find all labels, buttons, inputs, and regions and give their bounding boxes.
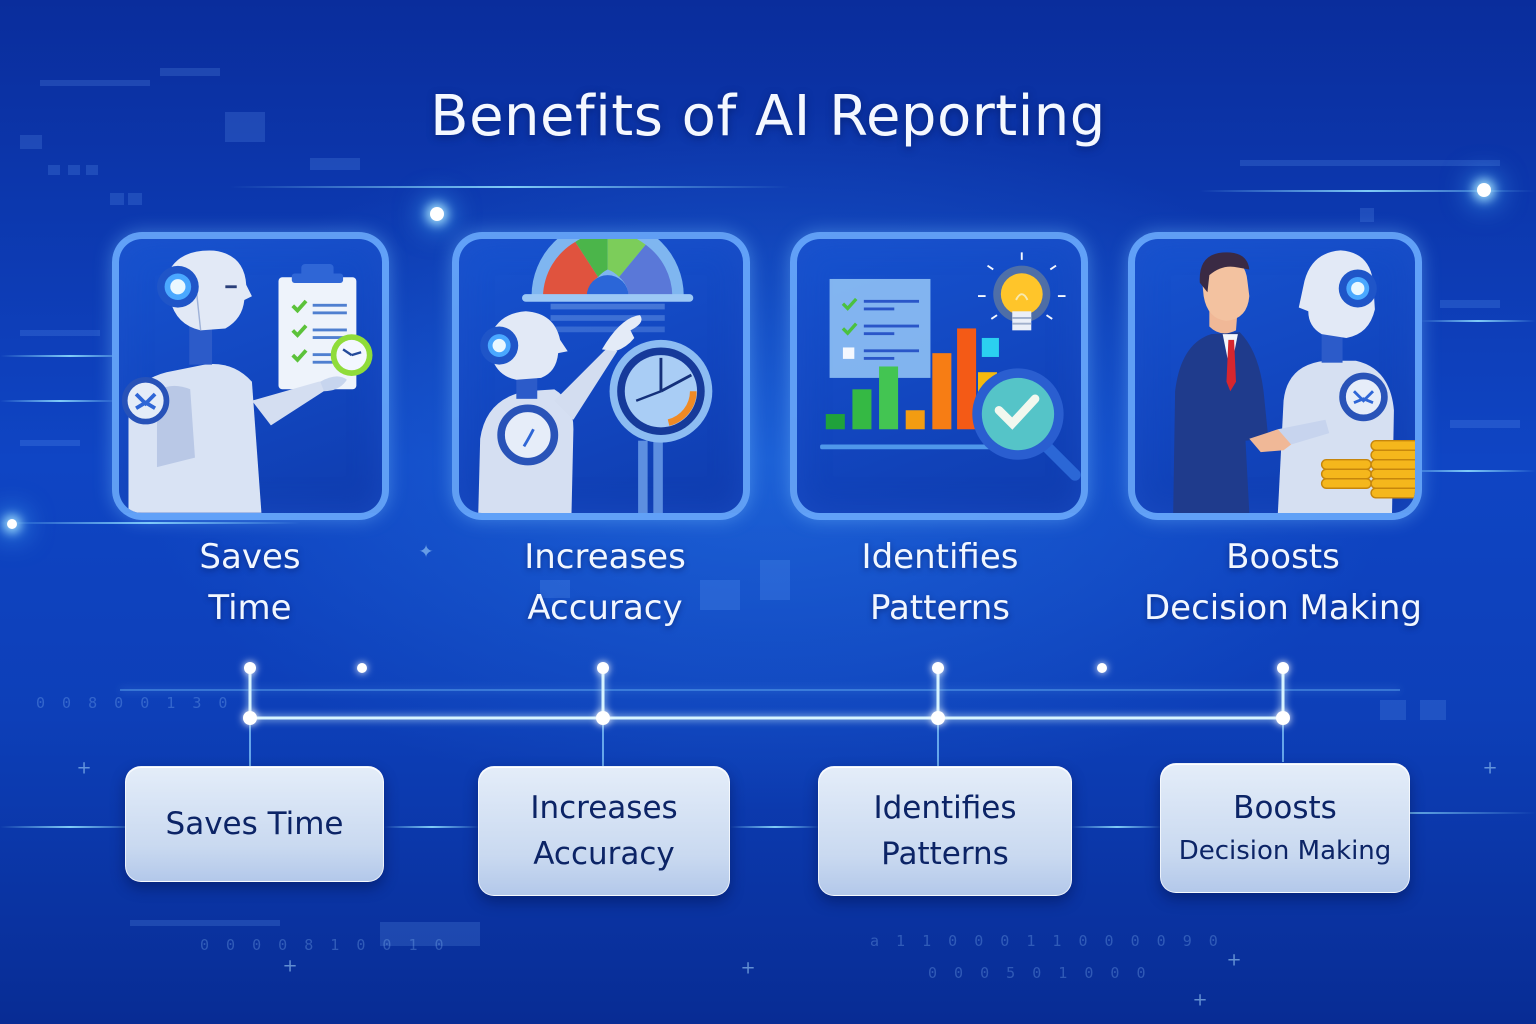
caption-line: Saves: [199, 537, 301, 577]
robot-clipboard-illustration: [121, 250, 373, 513]
caption-identifies-patterns: Identifies Patterns: [815, 532, 1065, 634]
caption-line: Decision Making: [1144, 588, 1422, 628]
handshake-coins-illustration: [1173, 250, 1415, 513]
caption-line: Accuracy: [527, 588, 683, 628]
label-text: Accuracy: [533, 836, 675, 872]
chart-lightbulb-illustration: [820, 252, 1081, 481]
circuit-node: [932, 662, 944, 674]
benefit-card-increases-accuracy: [452, 232, 750, 520]
benefit-card-saves-time: [112, 232, 389, 520]
robot-gauge-illustration: [478, 239, 713, 513]
gauge-meter-icon: [522, 239, 694, 333]
label-text: Decision Making: [1178, 836, 1392, 866]
benefit-card-identifies-patterns: [790, 232, 1088, 520]
label-text: Boosts: [1233, 790, 1337, 826]
caption-increases-accuracy: Increases Accuracy: [480, 532, 730, 634]
caption-line: Identifies: [861, 537, 1019, 577]
checklist-icon: [829, 278, 931, 378]
circuit-node: [1277, 662, 1289, 674]
label-box-increases-accuracy: Increases Accuracy: [478, 766, 730, 896]
circuit-node: [244, 662, 256, 674]
robot-icon: [121, 250, 347, 513]
binary-text: 0 0 0 0 8 1 0 0 1 0: [200, 936, 448, 954]
lightbulb-icon: [978, 252, 1066, 331]
circuit-node: [243, 711, 257, 725]
circuit-node: [597, 662, 609, 674]
circuit-node: [1276, 711, 1290, 725]
label-text: Increases: [530, 790, 678, 826]
label-box-identifies-patterns: Identifies Patterns: [818, 766, 1072, 896]
caption-line: Time: [208, 588, 292, 628]
binary-text: a 1 1 0 0 0 1 1 0 0 0 0 9 0: [870, 932, 1222, 950]
robot-icon: [478, 311, 642, 513]
magnifier-check-icon: [972, 368, 1081, 481]
label-text: Patterns: [881, 836, 1009, 872]
caption-line: Patterns: [869, 588, 1011, 628]
label-box-boosts-decision-making: Boosts Decision Making: [1160, 763, 1410, 893]
benefit-card-boosts-decision-making: [1128, 232, 1422, 520]
circuit-node: [596, 711, 610, 725]
binary-text: 0 0 8 0 0 1 3 0: [36, 694, 232, 712]
clock-icon: [330, 334, 373, 376]
handshake-icon: [1249, 419, 1330, 453]
binary-text: 0 0 0 5 0 1 0 0 0: [928, 964, 1150, 982]
caption-saves-time: Saves Time: [140, 532, 360, 634]
circuit-node: [931, 711, 945, 725]
label-text: Identifies: [873, 790, 1017, 826]
caption-line: Increases: [524, 537, 686, 577]
caption-boosts-decision-making: Boosts Decision Making: [1120, 532, 1446, 634]
coin-stack-icon: [1320, 439, 1415, 499]
businessman-icon: [1173, 252, 1269, 513]
caption-line: Boosts: [1226, 537, 1340, 577]
clock-dial-icon: [609, 339, 713, 513]
label-text: Saves Time: [165, 806, 344, 842]
page-title: Benefits of AI Reporting: [430, 84, 1106, 149]
label-box-saves-time: Saves Time: [125, 766, 384, 882]
bar-chart-icon: [820, 328, 1001, 450]
